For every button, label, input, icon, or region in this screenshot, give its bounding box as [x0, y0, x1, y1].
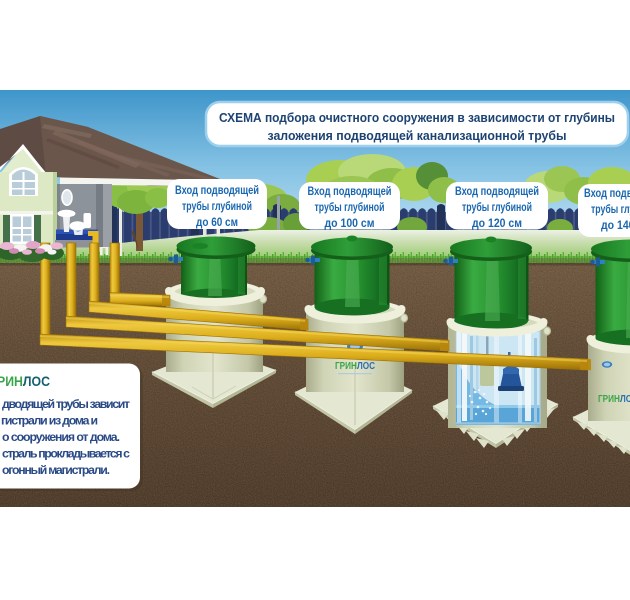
- svg-text:ГРИНЛОС: ГРИНЛОС: [335, 360, 375, 372]
- svg-text:до 120 см: до 120 см: [472, 218, 522, 230]
- svg-text:до 140 см: до 140 см: [601, 220, 630, 232]
- svg-text:Вход подводящей: Вход подводящей: [308, 186, 392, 198]
- svg-text:огонный магистрали.: огонный магистрали.: [2, 463, 110, 477]
- svg-text:гистрали из дома и: гистрали из дома и: [1, 414, 98, 428]
- svg-text:дводящей трубы зависит: дводящей трубы зависит: [2, 397, 130, 411]
- svg-text:ГРИНЛОС: ГРИНЛОС: [598, 393, 630, 405]
- svg-text:о сооружения от дома.: о сооружения от дома.: [2, 430, 120, 444]
- svg-text:Вход подводящей: Вход подводящей: [455, 186, 539, 198]
- svg-text:трубы глубиной: трубы глубиной: [315, 202, 385, 214]
- svg-text:до 100 см: до 100 см: [325, 218, 375, 230]
- svg-text:заложения подводящей канализац: заложения подводящей канализационной тру…: [268, 128, 567, 143]
- svg-text:до 60 см: до 60 см: [196, 217, 238, 229]
- svg-text:Вход подводящей: Вход подводящей: [584, 188, 630, 200]
- svg-text:страль прокладывается с: страль прокладывается с: [2, 447, 130, 461]
- svg-text:трубы глубиной: трубы глубиной: [591, 204, 630, 216]
- svg-text:трубы глубиной: трубы глубиной: [462, 202, 532, 214]
- svg-text:СХЕМА подбора очистного сооруж: СХЕМА подбора очистного сооружения в зав…: [219, 110, 615, 125]
- svg-text:Вход подводящей: Вход подводящей: [175, 185, 259, 197]
- svg-text:трубы глубиной: трубы глубиной: [182, 201, 252, 213]
- svg-text:РИНЛОС: РИНЛОС: [0, 374, 50, 389]
